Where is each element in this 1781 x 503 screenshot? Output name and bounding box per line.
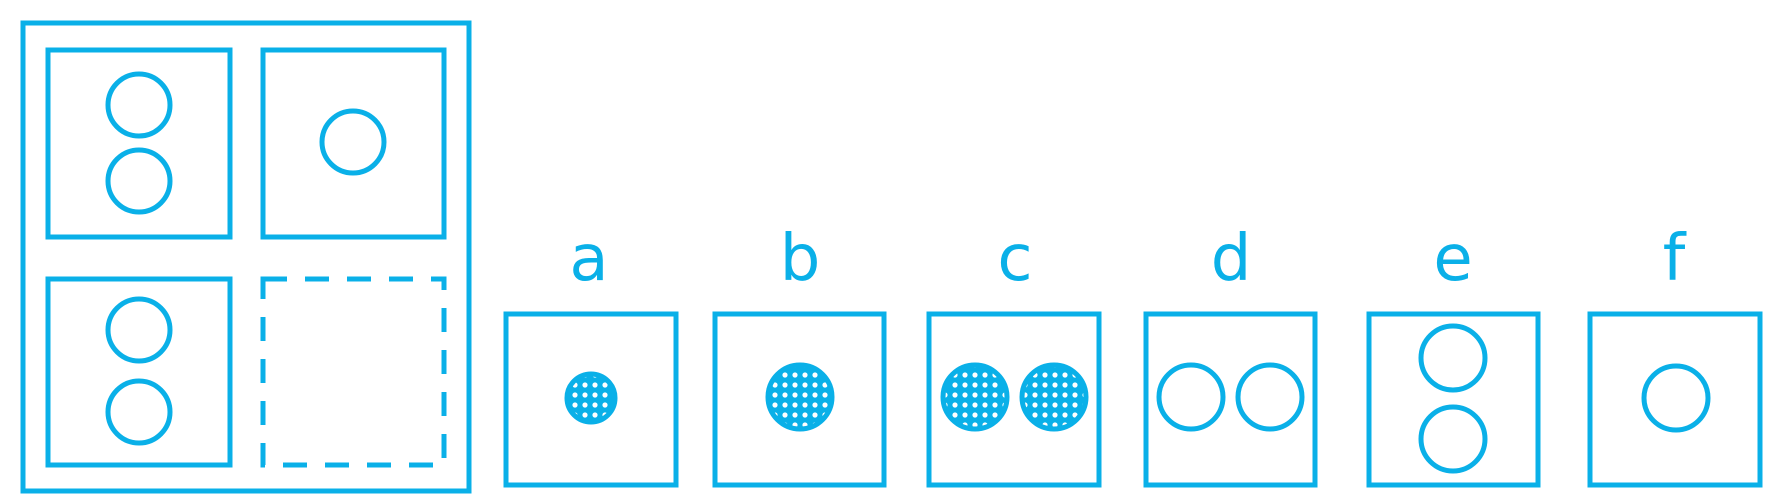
matrix-cell-bottom-left bbox=[45, 276, 233, 468]
matrix-cell-missing bbox=[260, 276, 447, 468]
matrix-cell-top-right bbox=[260, 47, 447, 240]
matrix-cell-top-left bbox=[45, 47, 233, 240]
matrix-frame bbox=[20, 20, 472, 494]
option-a[interactable] bbox=[503, 311, 679, 488]
circle-shape bbox=[1235, 362, 1305, 432]
circle-shape bbox=[105, 378, 173, 446]
option-f[interactable] bbox=[1587, 311, 1763, 488]
option-label-f: f bbox=[1663, 222, 1687, 296]
option-e[interactable] bbox=[1366, 311, 1541, 488]
option-b[interactable] bbox=[712, 311, 887, 488]
circle-shape bbox=[105, 147, 173, 215]
circle-shape bbox=[1156, 362, 1226, 432]
circle-shape bbox=[319, 108, 387, 176]
circle-shape bbox=[105, 296, 173, 364]
option-label-b: b bbox=[780, 222, 821, 296]
dotted-circle-shape bbox=[940, 362, 1010, 432]
circle-shape bbox=[1418, 404, 1488, 474]
circle-shape bbox=[1418, 323, 1488, 393]
dotted-circle-shape bbox=[1019, 362, 1089, 432]
option-c[interactable] bbox=[926, 311, 1102, 488]
option-label-c: c bbox=[997, 222, 1032, 296]
circle-shape bbox=[105, 71, 173, 139]
option-d[interactable] bbox=[1143, 311, 1318, 488]
dotted-circle-shape bbox=[765, 362, 835, 432]
dotted-circle-shape bbox=[564, 371, 618, 425]
option-label-a: a bbox=[569, 222, 608, 296]
option-label-d: d bbox=[1211, 222, 1252, 296]
option-label-e: e bbox=[1433, 222, 1472, 296]
circle-shape bbox=[1641, 363, 1711, 433]
